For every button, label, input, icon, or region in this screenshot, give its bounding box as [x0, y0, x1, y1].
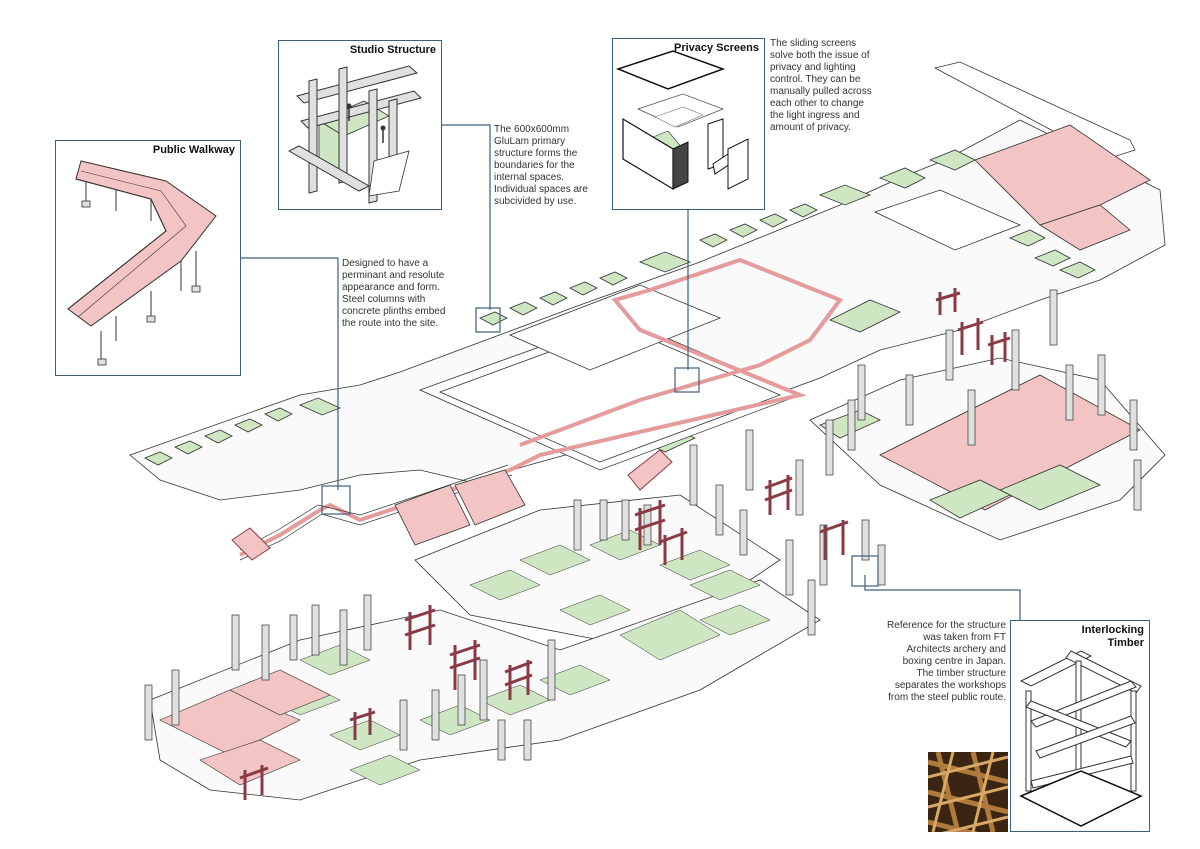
- callout-leaders: [240, 124, 1021, 640]
- note-line: perminant and resolute: [342, 270, 445, 281]
- note-line: privacy and lighting: [770, 62, 856, 73]
- timber-frames: [239, 288, 1011, 800]
- note-line: Steel columns with: [342, 294, 426, 305]
- note-line: the light ingress and: [770, 110, 860, 121]
- privacy-screens-title: Privacy Screens: [673, 42, 759, 54]
- privacy-screens-inset: Privacy Screens: [612, 38, 765, 210]
- interlocking-timber-inset: Interlocking Timber: [1010, 620, 1150, 832]
- note-line: Architects archery and: [906, 644, 1007, 655]
- note-line: solve both the issue of: [770, 50, 870, 61]
- timber-note: Reference for the structure was taken fr…: [870, 620, 1006, 704]
- lower-pink-slab: [159, 669, 331, 786]
- note-line: amount of privacy.: [770, 122, 851, 133]
- note-line: the route into the site.: [342, 318, 439, 329]
- note-line: was taken from FT: [923, 632, 1006, 643]
- note-line: concrete plinths embed: [342, 306, 446, 317]
- stairs: [231, 449, 673, 561]
- note-line: structure forms the: [494, 148, 578, 159]
- interlocking-timber-drawing: [1019, 650, 1143, 827]
- privacy-screens-drawing: [615, 50, 749, 191]
- interlocking-timber-title: Interlocking Timber: [1082, 624, 1144, 650]
- interlocking-title-line2: Timber: [1107, 637, 1144, 649]
- privacy-screens-note: The sliding screens solve both the issue…: [770, 38, 872, 134]
- note-line: internal spaces.: [494, 172, 565, 183]
- pink-slab-upper-right: [974, 124, 1151, 226]
- note-line: Individual spaces are: [494, 184, 588, 195]
- note-line: boundaries for the: [494, 160, 575, 171]
- note-line: boxing centre in Japan.: [902, 656, 1006, 667]
- studio-structure-title: Studio Structure: [349, 44, 436, 56]
- public-walkway-drawing: [67, 160, 217, 366]
- note-line: manually pulled across: [770, 86, 872, 97]
- note-line: subcivided by use.: [494, 196, 577, 207]
- walkway-note: Designed to have a perminant and resolut…: [342, 258, 445, 330]
- note-line: The timber structure: [916, 668, 1006, 679]
- note-line: appearance and form.: [342, 282, 440, 293]
- note-line: The 600x600mm: [494, 124, 570, 135]
- studio-structure-drawing: [287, 65, 422, 204]
- note-line: each other to change: [770, 98, 864, 109]
- note-line: Reference for the structure: [887, 620, 1006, 631]
- public-walkway-inset: Public Walkway: [55, 140, 241, 376]
- note-line: control. They can be: [770, 74, 861, 85]
- note-line: separates the workshops: [894, 680, 1006, 691]
- note-line: GluLam primary: [494, 136, 566, 147]
- note-line: from the steel public route.: [888, 692, 1006, 703]
- note-line: Designed to have a: [342, 258, 429, 269]
- mid-right-building: [809, 357, 1166, 541]
- public-walkway-title: Public Walkway: [152, 144, 235, 156]
- timber-reference-photo: [928, 752, 1008, 832]
- note-line: The sliding screens: [770, 38, 857, 49]
- glulam-note: The 600x600mm GluLam primary structure f…: [494, 124, 588, 208]
- studio-structure-inset: Studio Structure: [278, 40, 442, 210]
- interlocking-title-line1: Interlocking: [1081, 624, 1144, 636]
- public-route: [239, 257, 844, 557]
